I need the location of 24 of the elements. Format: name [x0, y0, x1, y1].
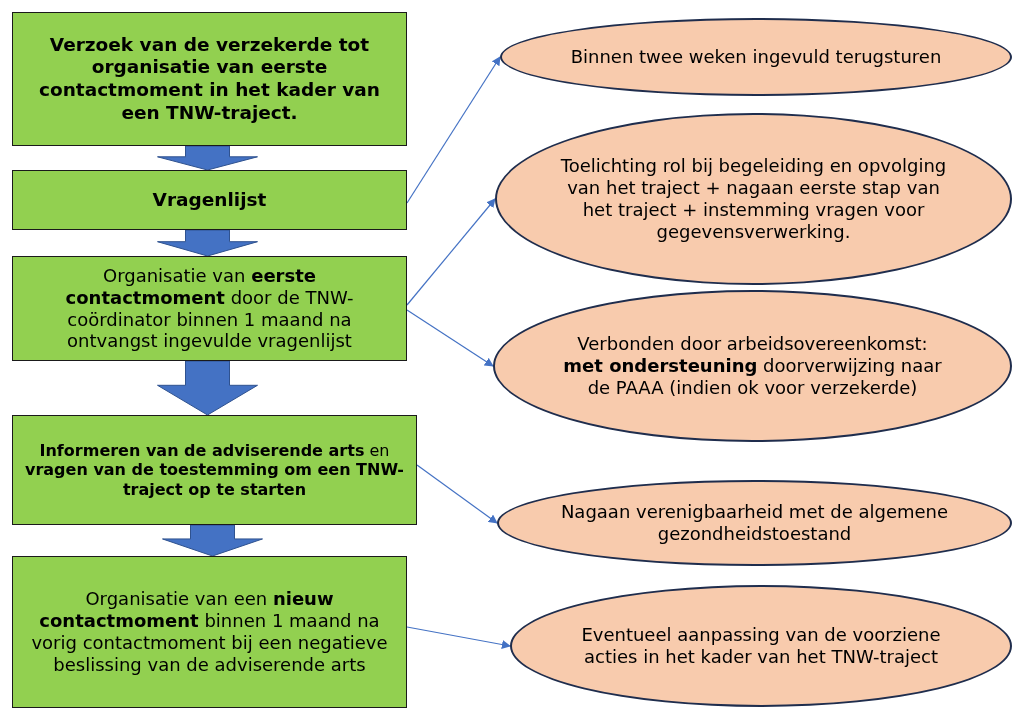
node-text: Informeren van de adviserende arts en vragen van de toestemming om een TNW-traject op te starten: [24, 440, 405, 500]
node-text: Organisatie van eerste contactmoment door de TNW-coördinator binnen 1 maand na ontvangst ingevulde vragenlijst: [64, 264, 355, 353]
block-arrow: [157, 145, 258, 171]
node-text: Vragenlijst: [152, 188, 267, 212]
arrow: [406, 56, 501, 204]
node-text: Toelichting rol bij begeleiding en opvolging van het traject + nagaan eerste stap van het traject + instemming vragen voor gegevensverwerking.: [559, 155, 948, 243]
node-text: Verbonden door arbeidsovereenkomst: met ondersteuning doorverwijzing naar de PAAA (indien ok voor verzekerde): [562, 333, 943, 399]
process-box: [12, 12, 407, 146]
process-box: [12, 170, 407, 230]
process-box: [12, 415, 417, 525]
node-text: Organisatie van een nieuw contactmoment binnen 1 maand na vorig contactmoment bij een negatieve beslissing van de adviserende arts: [30, 588, 389, 676]
node-text: Eventueel aanpassing van de voorziene acties in het kader van het TNW-traject: [580, 624, 942, 668]
node-text: Verzoek van de verzekerde tot organisatie van eerste contactmoment in het kader van een TNW-traject.: [37, 33, 382, 125]
block-arrow: [162, 524, 263, 557]
node-text: Binnen twee weken ingevuld terugsturen: [570, 46, 942, 68]
node-text: Nagaan verenigbaarheid met de algemene gezondheidstoestand: [559, 501, 950, 545]
arrow: [406, 309, 494, 367]
block-arrow: [157, 360, 258, 416]
arrow: [416, 464, 498, 524]
process-box: [12, 556, 407, 708]
arrow: [406, 198, 496, 306]
process-box: [12, 256, 407, 361]
block-arrow: [157, 229, 258, 257]
arrow: [406, 626, 511, 649]
